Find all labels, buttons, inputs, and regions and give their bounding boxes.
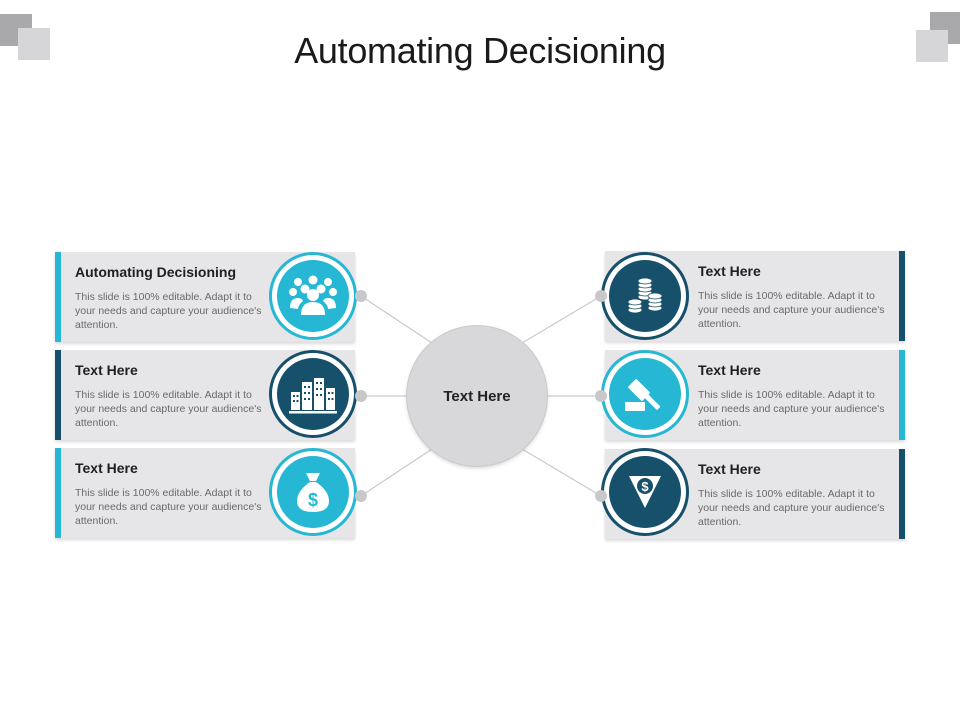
center-hub: Text Here — [407, 326, 547, 466]
card-heading: Text Here — [698, 263, 761, 279]
gavel-icon — [625, 379, 661, 411]
connector-dot — [595, 290, 607, 302]
card-heading: Automating Decisioning — [75, 264, 236, 280]
card-description: This slide is 100% editable. Adapt it to… — [698, 290, 885, 330]
card-accent-bar — [55, 252, 61, 342]
connector-dot — [355, 290, 367, 302]
card-heading: Text Here — [698, 461, 761, 477]
card-heading: Text Here — [75, 460, 138, 476]
icon-badge-left-2 — [269, 350, 357, 438]
svg-text:$: $ — [308, 490, 318, 510]
corner-square-top-right-light — [916, 30, 948, 62]
corner-square-top-left-light — [18, 28, 50, 60]
connector-line — [521, 448, 602, 497]
card-accent-bar — [55, 350, 61, 440]
icon-badge-right-2 — [601, 350, 689, 438]
slide-title: Automating Decisioning — [294, 30, 666, 71]
icon-badge-right-3: $ — [601, 448, 689, 536]
card-description: This slide is 100% editable. Adapt it to… — [698, 389, 885, 429]
card-heading: Text Here — [698, 362, 761, 378]
card-description: This slide is 100% editable. Adapt it to… — [698, 488, 885, 528]
icon-badge-left-3: $ — [269, 448, 357, 536]
card-description: This slide is 100% editable. Adapt it to… — [75, 291, 262, 331]
money-bag-icon: $ — [297, 473, 329, 512]
svg-text:$: $ — [641, 479, 649, 494]
card-description: This slide is 100% editable. Adapt it to… — [75, 389, 262, 429]
card-accent-bar — [899, 251, 905, 341]
connector-line — [360, 448, 433, 497]
connector-dot — [355, 490, 367, 502]
connector-dot — [595, 390, 607, 402]
connector-line — [360, 295, 433, 344]
card-heading: Text Here — [75, 362, 138, 378]
connector-dot — [355, 390, 367, 402]
card-accent-bar — [899, 350, 905, 440]
connector-line — [521, 295, 602, 344]
icon-badge-right-1 — [601, 252, 689, 340]
group-of-people-icon — [289, 275, 337, 315]
icon-badge-left-1 — [269, 252, 357, 340]
connector-dot — [595, 490, 607, 502]
coin-stacks-icon — [627, 277, 663, 314]
card-description: This slide is 100% editable. Adapt it to… — [75, 487, 262, 527]
city-buildings-icon — [289, 378, 337, 414]
dollar-down-arrow-icon: $ — [629, 476, 661, 508]
center-hub-label: Text Here — [443, 387, 511, 405]
card-accent-bar — [899, 449, 905, 539]
card-accent-bar — [55, 448, 61, 538]
